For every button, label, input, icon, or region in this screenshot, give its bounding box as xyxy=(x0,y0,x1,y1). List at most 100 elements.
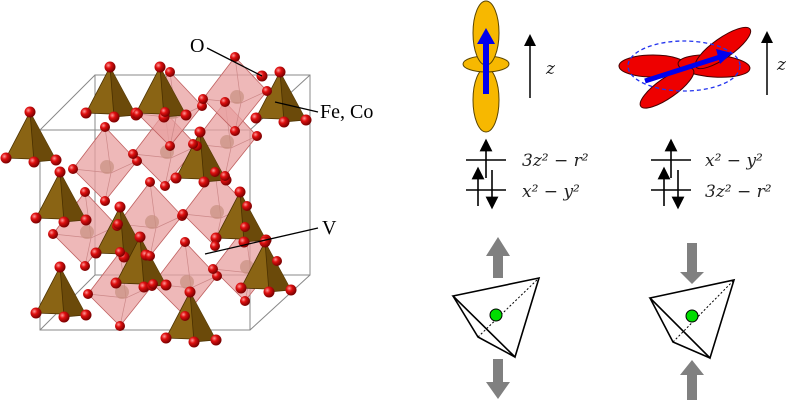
oxygen-atom xyxy=(285,284,297,296)
oxygen-atom xyxy=(278,116,290,128)
oxygen-atom xyxy=(165,67,175,77)
oxygen-atom xyxy=(234,186,246,198)
oxygen-atom xyxy=(58,216,70,228)
oxygen-atom xyxy=(134,231,146,243)
spin-orbit-ellipse xyxy=(627,40,741,92)
oxygen-atom xyxy=(194,126,206,138)
oxygen-atoms xyxy=(0,52,312,348)
oxygen-atom xyxy=(250,112,262,124)
metal-ion-left xyxy=(489,308,503,322)
oxygen-atom xyxy=(240,296,250,306)
oxygen-atom xyxy=(148,279,158,289)
orbital-x2-y2 xyxy=(618,26,752,109)
tetrahedron xyxy=(165,291,217,343)
label-oxygen: O xyxy=(190,35,204,57)
oxygen-atom xyxy=(54,166,66,178)
oxygen-atom xyxy=(83,289,93,299)
tetrahedron xyxy=(255,71,307,123)
tetrahedron-left xyxy=(451,276,541,359)
oxygen-atom xyxy=(252,131,262,141)
oxygen-atom xyxy=(133,109,143,119)
oxygen-atom xyxy=(128,149,138,159)
spinel-crystal-structure xyxy=(0,52,312,348)
oxygen-atom xyxy=(110,277,122,289)
oxygen-atom xyxy=(274,66,286,78)
oxygen-atom xyxy=(30,307,42,319)
spin-arrow-icon xyxy=(477,28,495,94)
oxygen-atom xyxy=(210,167,220,177)
oxygen-atom xyxy=(220,97,230,107)
strain-arrows-outward xyxy=(486,237,510,399)
level-lower-left: x² − y² xyxy=(522,182,580,202)
oxygen-atom xyxy=(242,201,252,211)
strain-arrows-inward xyxy=(680,243,704,400)
oxygen-atom xyxy=(108,111,120,123)
energy-levels-right xyxy=(651,138,691,210)
label-v: V xyxy=(322,217,337,239)
oxygen-atom xyxy=(165,141,175,151)
oxygen-atom xyxy=(178,209,188,219)
oxygen-atom xyxy=(104,61,116,73)
oxygen-atom xyxy=(50,154,62,166)
level-upper-left: 3z² − r² xyxy=(522,151,589,171)
oxygen-atom xyxy=(0,152,12,164)
oxygen-atom xyxy=(263,286,275,298)
oxygen-atom xyxy=(28,156,40,168)
oxygen-atom xyxy=(80,214,92,226)
oxygen-atom xyxy=(235,282,247,294)
oxygen-atom xyxy=(80,261,90,271)
tetrahedra xyxy=(5,66,307,343)
tetrahedron xyxy=(5,111,57,163)
oxygen-atom xyxy=(210,334,222,346)
oxygen-atom xyxy=(80,187,90,197)
oxygen-atom xyxy=(115,247,125,257)
oxygen-atom xyxy=(30,212,42,224)
oxygen-atom xyxy=(48,229,58,239)
oxygen-atom xyxy=(114,201,126,213)
oxygen-atom xyxy=(68,164,78,174)
oxygen-atom xyxy=(54,261,66,273)
oxygen-atom xyxy=(160,279,172,291)
oxygen-atom xyxy=(170,172,182,184)
level-lower-right: 3z² − r² xyxy=(705,182,772,202)
oxygen-atom xyxy=(58,311,70,323)
oxygen-atom xyxy=(184,286,196,298)
oxygen-atom xyxy=(160,107,170,117)
oxygen-atom xyxy=(138,281,150,293)
level-upper-right: x² − y² xyxy=(705,151,763,171)
oxygen-atom xyxy=(262,86,272,96)
z-axis-label-right: z xyxy=(776,55,787,75)
oxygen-atom xyxy=(160,181,170,191)
label-fe-co: Fe, Co xyxy=(320,101,373,123)
oxygen-atom xyxy=(188,336,200,348)
oxygen-atom xyxy=(272,256,282,266)
oxygen-atom xyxy=(210,241,220,251)
oxygen-atom xyxy=(145,251,155,261)
oxygen-atom xyxy=(230,126,240,136)
oxygen-atom xyxy=(198,176,210,188)
oxygen-atom xyxy=(230,52,240,62)
oxygen-atom xyxy=(259,236,271,248)
oxygen-atom xyxy=(180,311,190,321)
leader-v xyxy=(204,227,319,255)
oxygen-atom xyxy=(154,61,166,73)
oxygen-atom xyxy=(145,177,155,187)
z-axis-label-left: z xyxy=(545,59,556,79)
oxygen-atom xyxy=(180,109,192,121)
vo6-octahedron xyxy=(72,126,138,202)
oxygen-atom xyxy=(160,332,172,344)
oxygen-atom xyxy=(90,247,102,259)
oxygen-atom xyxy=(100,196,110,206)
oxygen-atom xyxy=(113,219,123,229)
oxygen-atom xyxy=(100,122,110,132)
oxygen-atom xyxy=(220,171,230,181)
spin-arrow-icon xyxy=(644,49,732,84)
metal-ion-right xyxy=(685,309,699,323)
energy-levels-left xyxy=(466,138,506,210)
leader-fe-co xyxy=(274,101,319,113)
tetrahedron xyxy=(35,171,87,223)
oxygen-atom xyxy=(300,114,312,126)
oxygen-atom xyxy=(115,321,125,331)
